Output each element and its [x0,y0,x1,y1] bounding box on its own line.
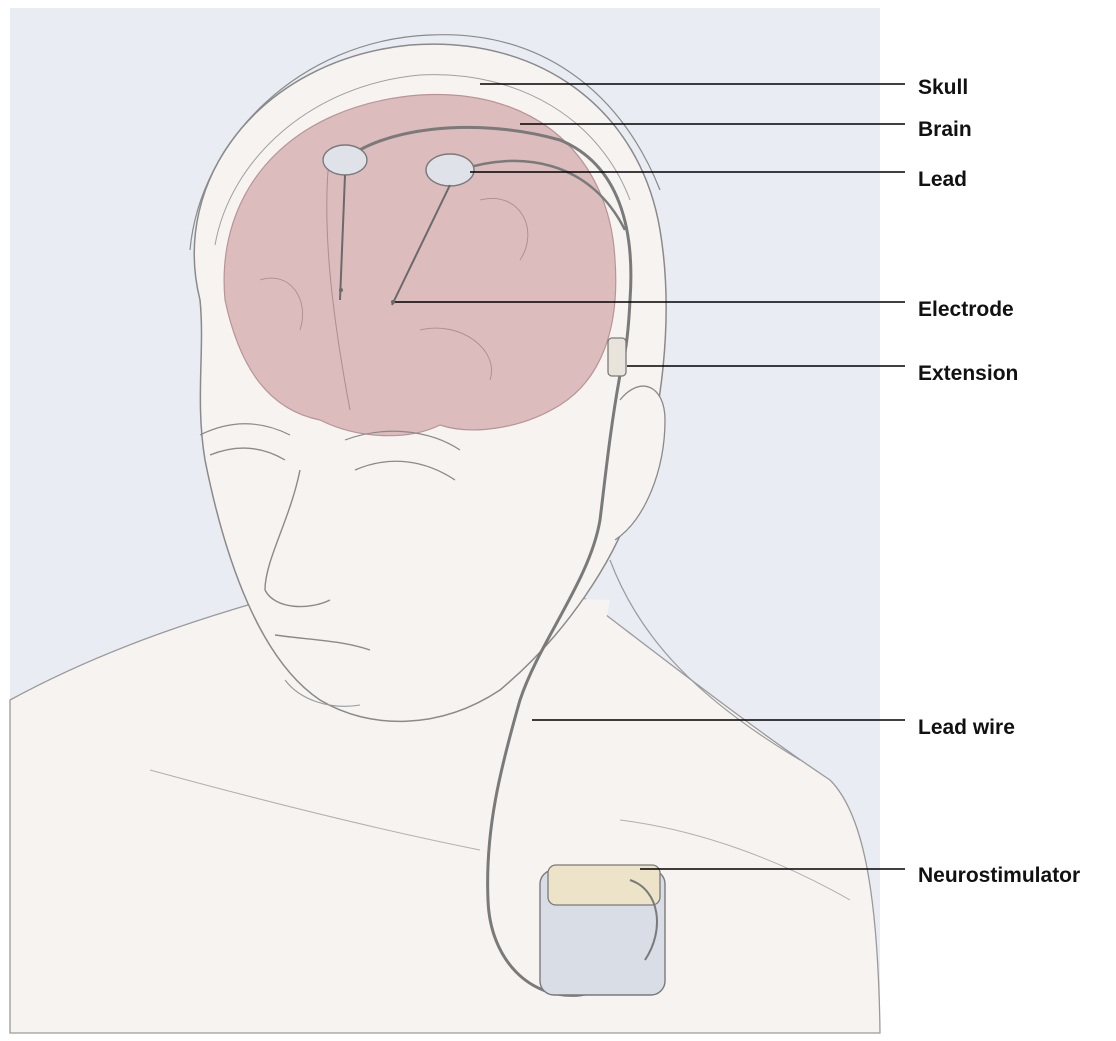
extension-connector [608,338,626,376]
label-extension: Extension [918,362,1018,386]
lead-cap-right [426,154,474,186]
label-skull: Skull [918,76,968,100]
lead-cap-left [323,145,367,175]
label-lead-wire: Lead wire [918,716,1015,740]
label-brain: Brain [918,118,972,142]
label-electrode: Electrode [918,298,1014,322]
label-neurostimulator: Neurostimulator [918,864,1080,888]
neurostimulator-device [540,865,665,995]
label-lead: Lead [918,168,967,192]
